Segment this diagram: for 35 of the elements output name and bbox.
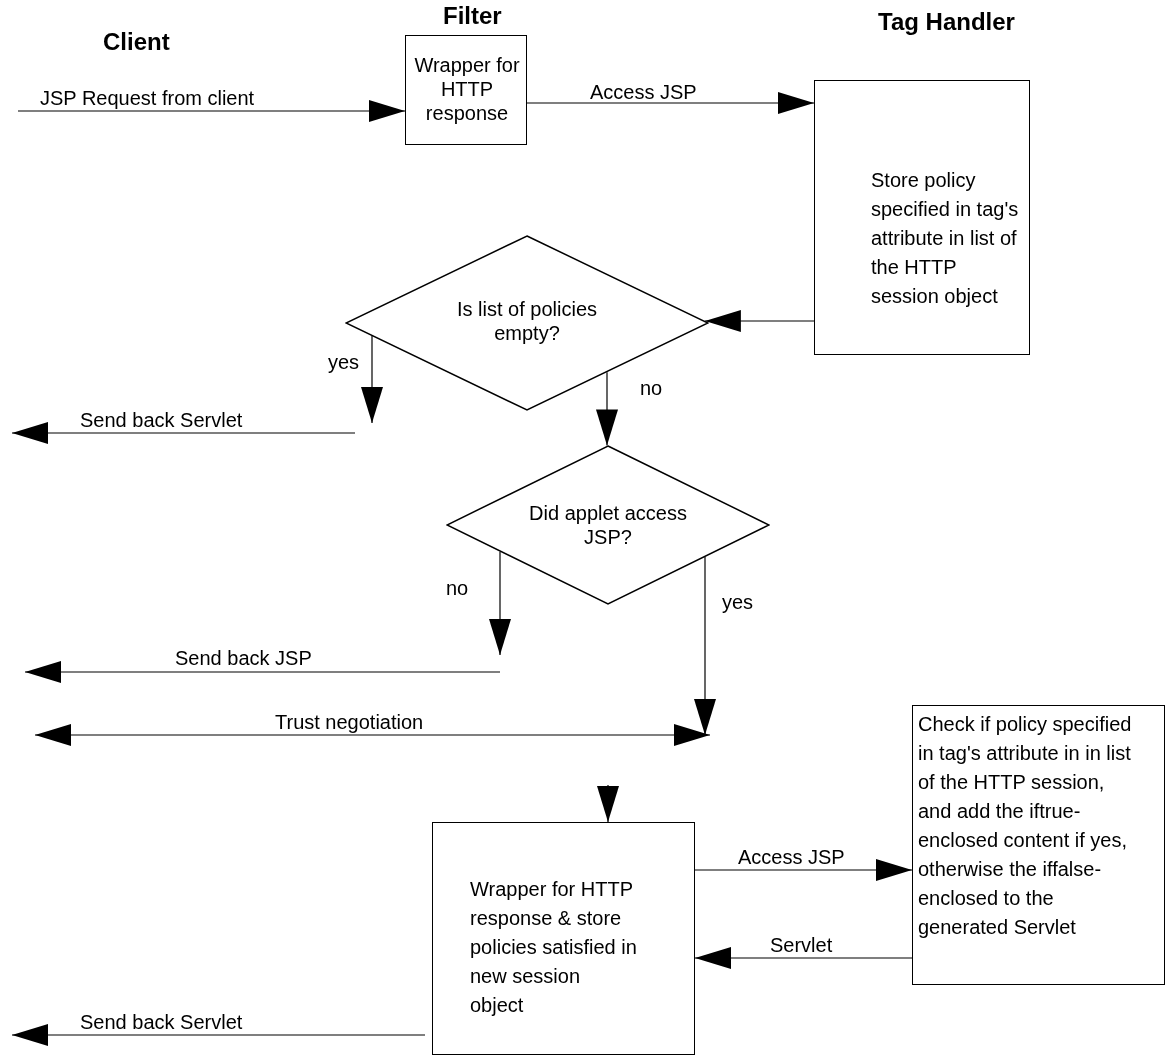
process-box [814,80,1030,355]
arrow [694,947,913,969]
arrow-label: Send back Servlet [80,1010,243,1034]
arrow [596,371,618,447]
arrow [704,310,815,332]
edge-label: yes [328,350,360,374]
node-text: Is list of policies empty? [455,297,599,345]
edge-label: Access JSP [590,80,697,104]
arrow-label: Trust negotiation [275,710,424,734]
process-box [432,822,695,1055]
arrow [597,784,619,823]
arrow [17,100,406,122]
arrow [526,92,815,114]
edge-label: Servlet [770,933,833,957]
node-text: Check if policy specified in tag's attribute in in list of the HTTP session, and add the iftrue-enclosed content if yes, otherwise the iffalse-enclosed to the generated Servlet [918,712,1133,940]
arrow-label: Send back JSP [175,646,312,670]
edge-label: no [640,376,663,400]
edge-label: no [446,576,469,600]
column-heading: Client [103,30,170,54]
arrow [694,556,716,736]
arrow [694,859,913,881]
edge-label: Access JSP [738,845,845,869]
edge-label: JSP Request from client [40,86,255,110]
column-heading: Filter [443,4,502,28]
node-text: Wrapper for HTTP response & store policies satisfied in new session object [470,877,638,1018]
node-text: Store policy specified in tag's attribute in list of the HTTP session object [871,168,1020,309]
column-heading: Tag Handler [878,10,1015,34]
process-box [405,35,527,145]
arrow [489,551,511,656]
arrow [361,335,383,424]
edge-label: yes [722,590,754,614]
node-text: Wrapper for HTTP response [414,53,520,125]
process-box [912,705,1165,985]
node-text: Did applet access JSP? [528,501,688,549]
arrow-label: Send back Servlet [80,408,243,432]
